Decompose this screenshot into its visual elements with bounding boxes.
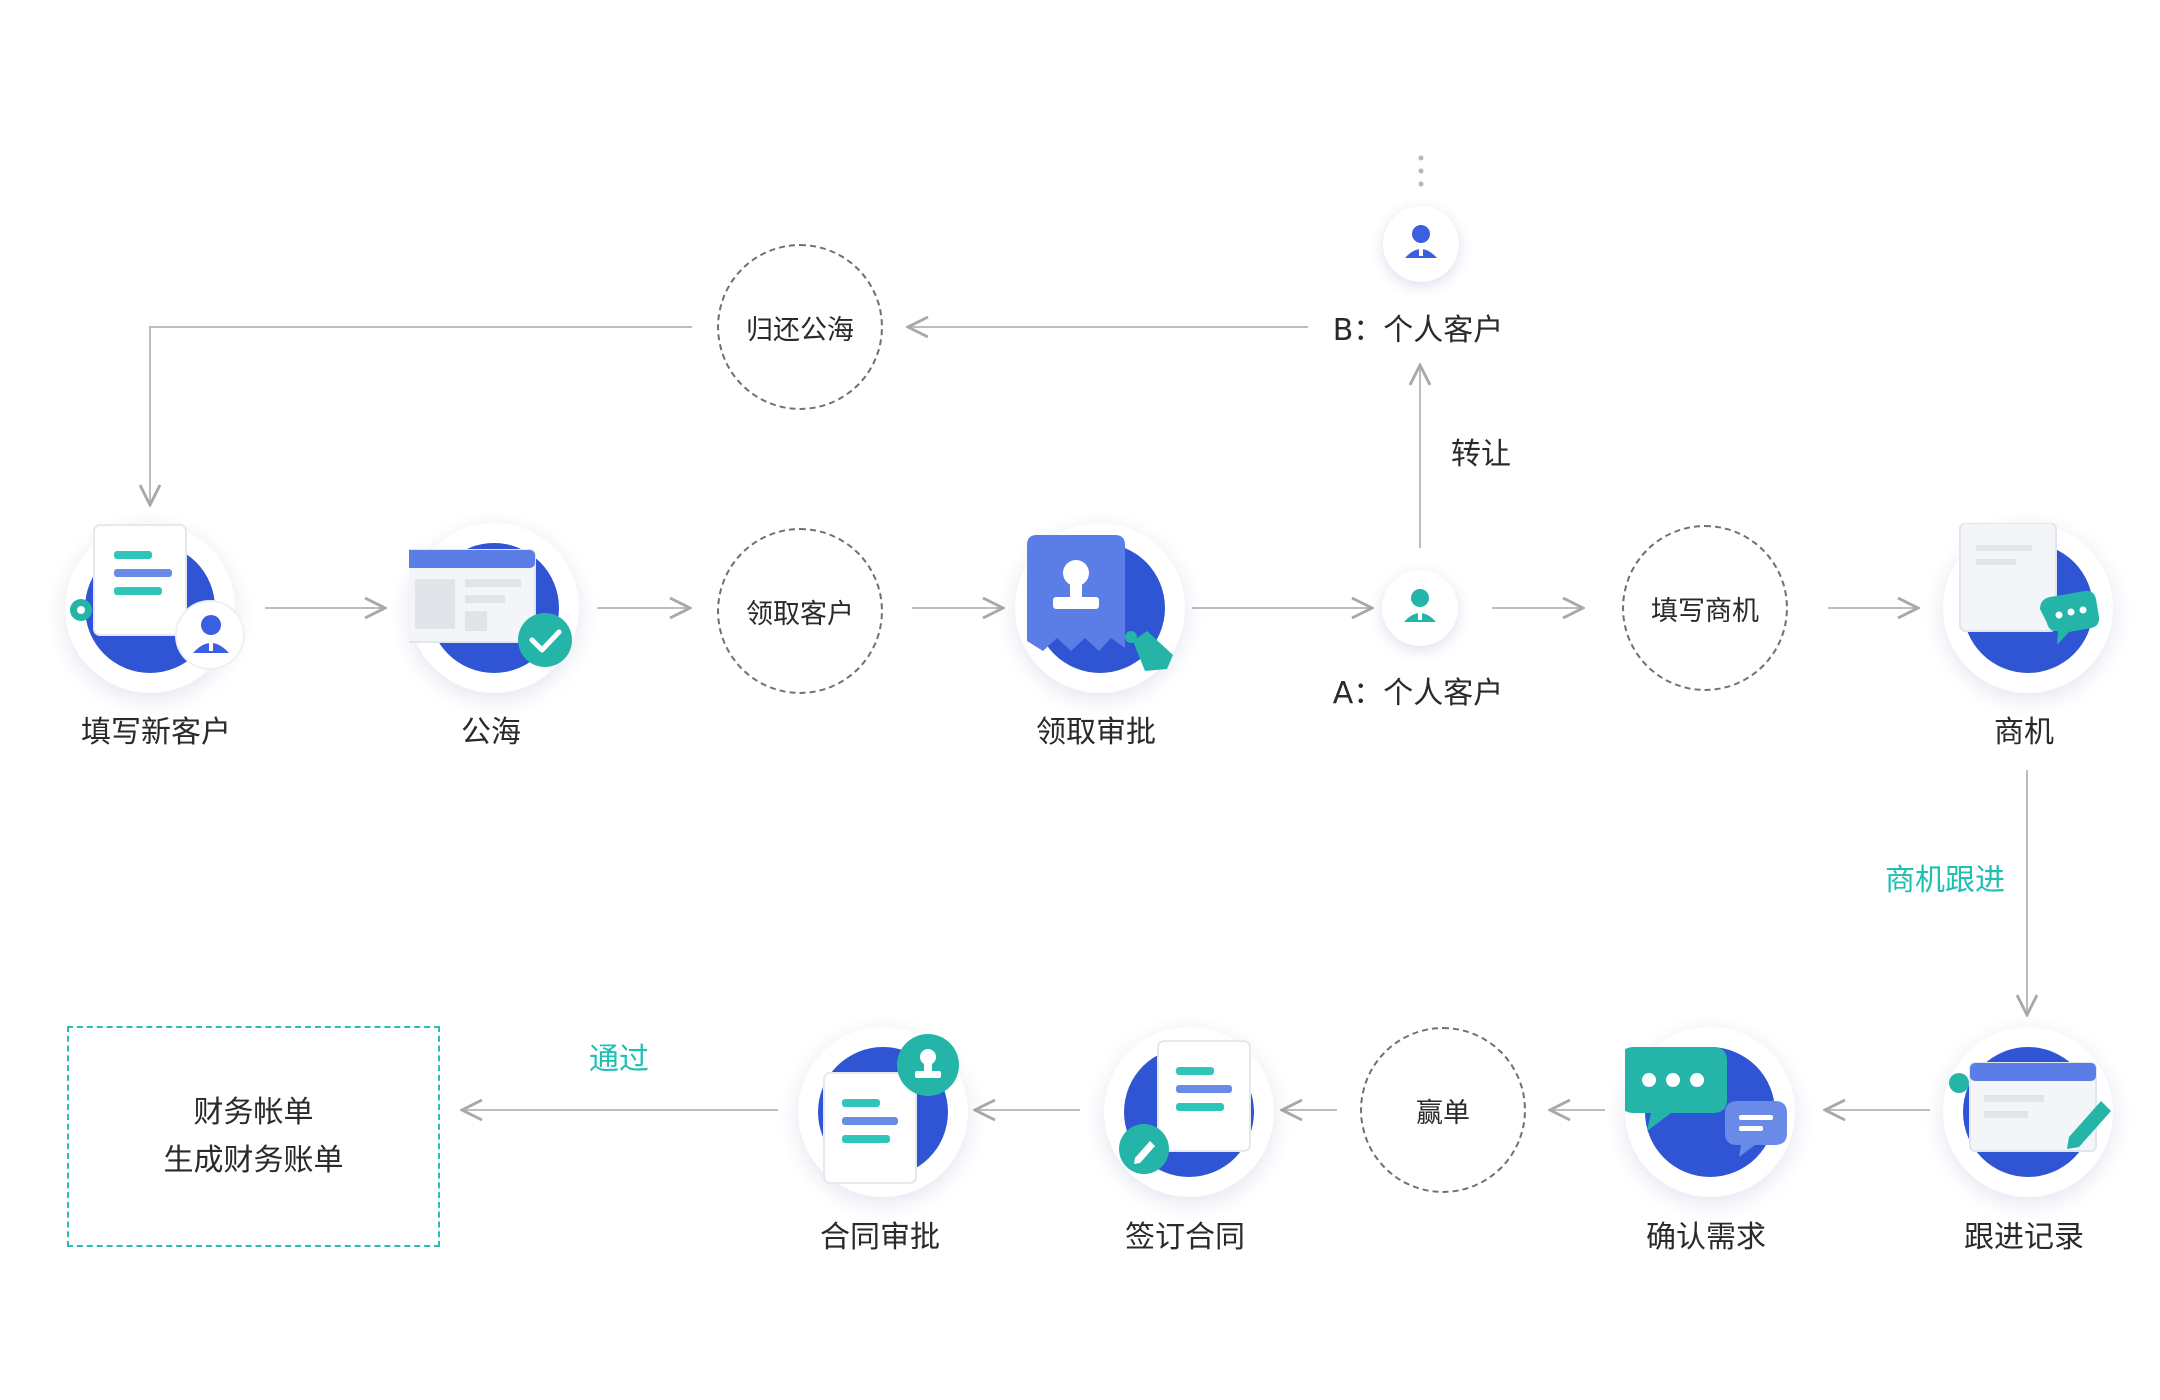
label-sign-contract: 签订合同 — [1125, 1220, 1245, 1255]
opportunity-chat-icon — [1959, 523, 2100, 645]
edge-label-transfer: 转让 — [1451, 437, 1511, 472]
step-fill-opportunity[interactable]: 填写商机 — [1622, 525, 1788, 691]
follow-edit-icon — [1949, 1062, 2111, 1152]
approval-stamp-icon — [1027, 535, 1173, 671]
customer-form-icon — [70, 524, 245, 670]
label-public-pool: 公海 — [461, 715, 521, 750]
contract-sign-icon — [1119, 1040, 1251, 1174]
node-sign-contract[interactable] — [1104, 1027, 1274, 1197]
node-claim-approval[interactable] — [1015, 523, 1185, 693]
node-public-pool[interactable] — [409, 523, 579, 693]
label-customer-a: A：个人客户 — [1332, 676, 1504, 711]
customer-b-icon — [1405, 225, 1437, 258]
edge-label-pass: 通过 — [589, 1042, 649, 1077]
node-follow-record[interactable] — [1943, 1027, 2113, 1197]
node-customer-a[interactable] — [1382, 570, 1458, 646]
step-return-pool-label: 归还公海 — [746, 314, 854, 346]
contract-approval-icon — [823, 1034, 959, 1184]
label-contract-approval: 合同审批 — [820, 1220, 940, 1255]
node-confirm-needs[interactable] — [1625, 1027, 1795, 1197]
continuation-dots — [1418, 155, 1424, 187]
label-claim-approval: 领取审批 — [1036, 715, 1156, 750]
label-confirm-needs: 确认需求 — [1646, 1220, 1766, 1255]
label-customer-b: B：个人客户 — [1332, 313, 1504, 348]
node-contract-approval[interactable] — [798, 1027, 968, 1197]
finance-bill-box[interactable]: 财务帐单 生成财务账单 — [67, 1026, 440, 1247]
browser-window-icon — [409, 549, 572, 667]
node-opportunity[interactable] — [1943, 523, 2113, 693]
step-win-deal[interactable]: 赢单 — [1360, 1027, 1526, 1193]
chat-bubbles-icon — [1625, 1047, 1787, 1157]
node-new-customer[interactable] — [65, 523, 245, 693]
edge-label-opportunity-followup: 商机跟进 — [1885, 863, 2005, 898]
step-win-deal-label: 赢单 — [1416, 1097, 1470, 1129]
finance-bill-subtitle: 生成财务账单 — [163, 1142, 344, 1178]
finance-bill-title: 财务帐单 — [193, 1094, 314, 1130]
step-claim-customer[interactable]: 领取客户 — [717, 528, 883, 694]
step-fill-opportunity-label: 填写商机 — [1651, 595, 1759, 627]
step-return-pool[interactable]: 归还公海 — [717, 244, 883, 410]
arrow-return-to-new — [150, 326, 692, 505]
label-opportunity: 商机 — [1994, 715, 2054, 750]
customer-a-icon — [1404, 589, 1436, 622]
label-follow-record: 跟进记录 — [1964, 1220, 2084, 1255]
label-new-customer: 填写新客户 — [81, 715, 231, 750]
step-claim-customer-label: 领取客户 — [746, 598, 854, 630]
node-customer-b[interactable] — [1383, 206, 1459, 282]
